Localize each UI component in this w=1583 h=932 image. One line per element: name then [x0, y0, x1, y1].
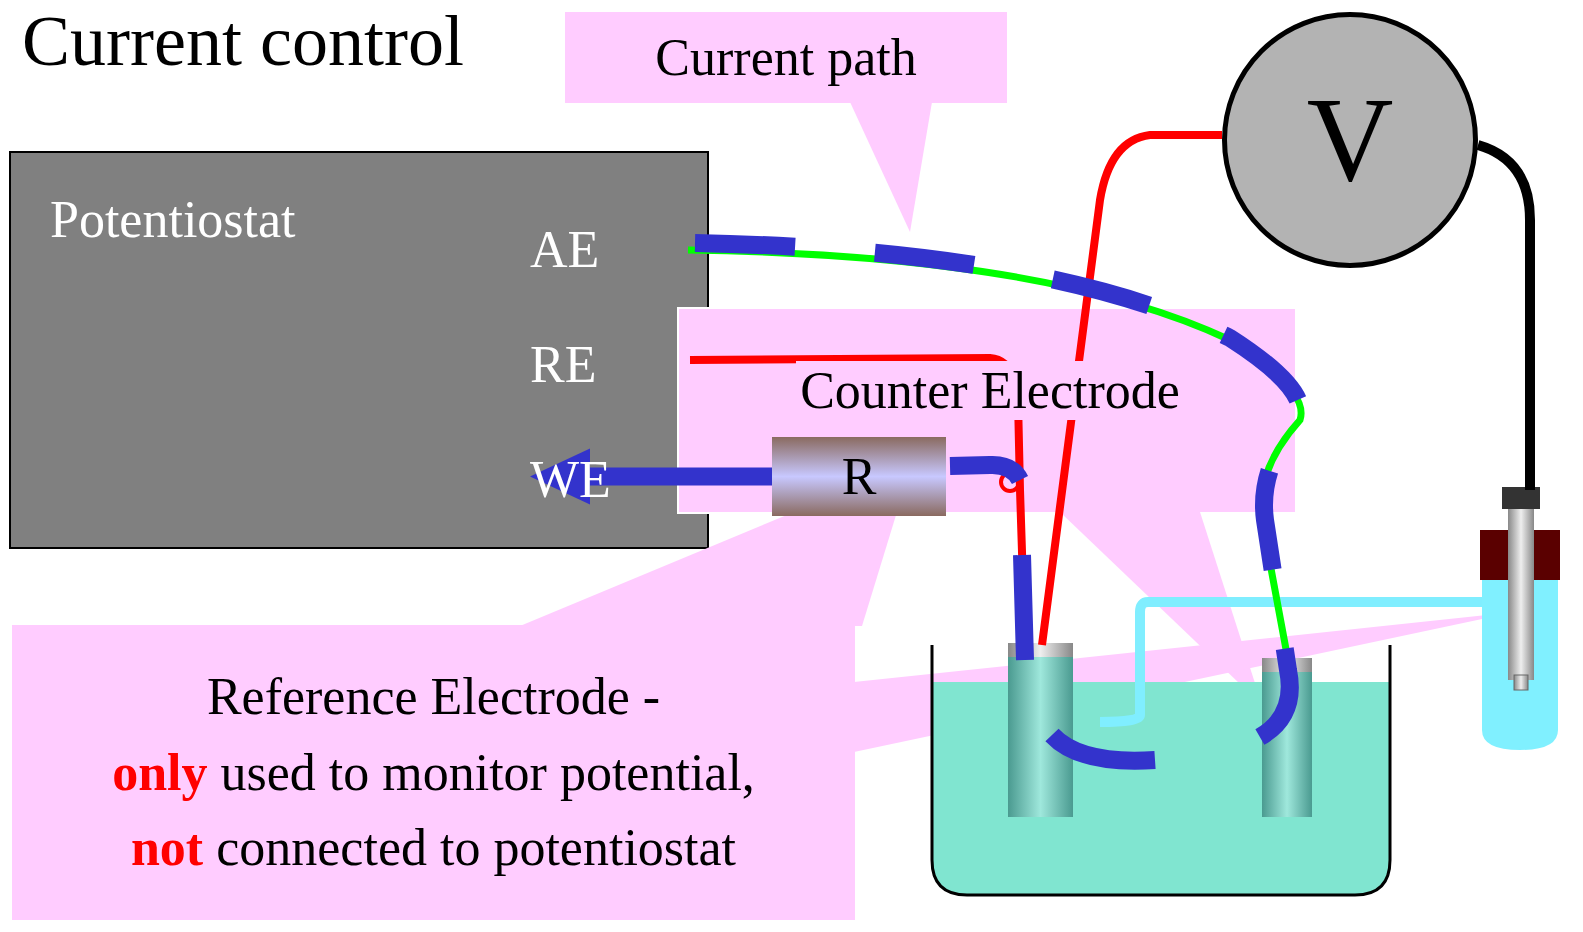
pin-name: AE	[530, 220, 599, 279]
callout-box: Counter Electrode	[740, 360, 1240, 420]
beaker	[932, 645, 1390, 895]
node-text: Potentiostat	[50, 190, 296, 249]
voltmeter-circle: V	[1222, 12, 1478, 268]
callout-text: Reference Electrode - only used to monit…	[112, 659, 755, 885]
callout-text-part: used to monitor potential,	[221, 744, 755, 801]
resistor-symbol: R	[772, 437, 946, 516]
callout-box: Current path	[565, 12, 1007, 103]
node-text: R	[842, 451, 877, 503]
current-path	[1052, 735, 1155, 761]
node-text: V	[1307, 80, 1394, 200]
reference-tip	[1514, 675, 1528, 690]
reference-rod	[1508, 505, 1534, 680]
callout-box	[12, 625, 855, 920]
current-path	[695, 243, 1301, 748]
callout-box	[565, 12, 1007, 103]
node-text: Counter Electrode	[796, 361, 1184, 420]
potentiostat-body	[10, 152, 708, 548]
callout-text-part: only	[112, 744, 207, 801]
callout-text-part: connected to potentiostat	[216, 819, 736, 876]
pin-name: WE	[530, 450, 611, 509]
ae-wire	[688, 250, 1301, 660]
callout-text-part: Reference Electrode -	[207, 668, 660, 725]
reference-top	[1502, 487, 1540, 509]
node-text: Current path	[655, 28, 916, 87]
salt-bridge	[1100, 602, 1515, 722]
pin-name: RE	[530, 335, 596, 394]
current-arrow-shaft	[590, 468, 772, 486]
current-path	[950, 465, 1025, 660]
diagram-title: Current control	[22, 0, 464, 83]
callout-text-part: not	[131, 819, 203, 876]
callout-pointer	[850, 102, 932, 232]
electrolyte	[932, 682, 1390, 895]
callout-box: Reference Electrode - only used to monit…	[12, 625, 855, 920]
voltmeter-lead	[1478, 145, 1530, 490]
potentiostat-box: Potentiostat	[10, 152, 530, 312]
